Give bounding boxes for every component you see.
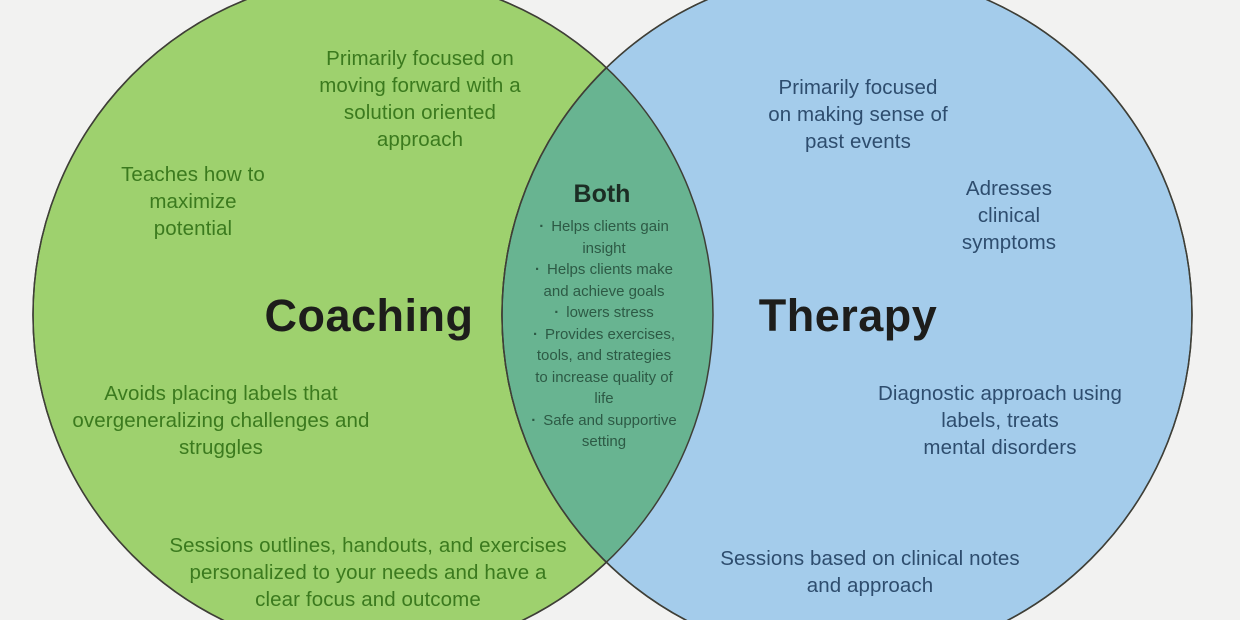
both-bullet-achieve-goals: Helps clients make and achieve goals — [514, 259, 694, 302]
coaching-note-maximize-potential: Teaches how to maximize potential — [121, 163, 265, 240]
coaching-circle-outline — [32, 0, 714, 620]
coaching-title: Coaching — [264, 290, 474, 341]
therapy-circle-outline — [501, 0, 1193, 620]
therapy-title: Therapy — [758, 290, 938, 341]
both-bullet-list: Helps clients gain insight Helps clients… — [514, 216, 694, 453]
both-bullet-gain-insight: Helps clients gain insight — [514, 216, 694, 259]
both-bullet-provides-exercises: Provides exercises, tools, and strategie… — [514, 324, 694, 410]
both-bullet-lowers-stress: lowers stress — [514, 302, 694, 324]
therapy-note-clinical-symptoms: Adresses clinical symptoms — [961, 177, 1057, 254]
therapy-note-diagnostic-approach: Diagnostic approach using labels, treats… — [877, 382, 1123, 459]
therapy-note-past-events: Primarily focused on making sense of pas… — [768, 76, 948, 153]
both-bullet-safe-setting: Safe and supportive setting — [514, 410, 694, 453]
coaching-note-solution-approach: Primarily focused on moving forward with… — [319, 47, 521, 151]
coaching-note-avoids-labels: Avoids placing labels that overgeneraliz… — [72, 382, 370, 459]
both-title: Both — [573, 180, 631, 208]
coaching-note-sessions: Sessions outlines, handouts, and exercis… — [169, 534, 567, 611]
therapy-note-clinical-notes: Sessions based on clinical notes and app… — [720, 547, 1020, 597]
